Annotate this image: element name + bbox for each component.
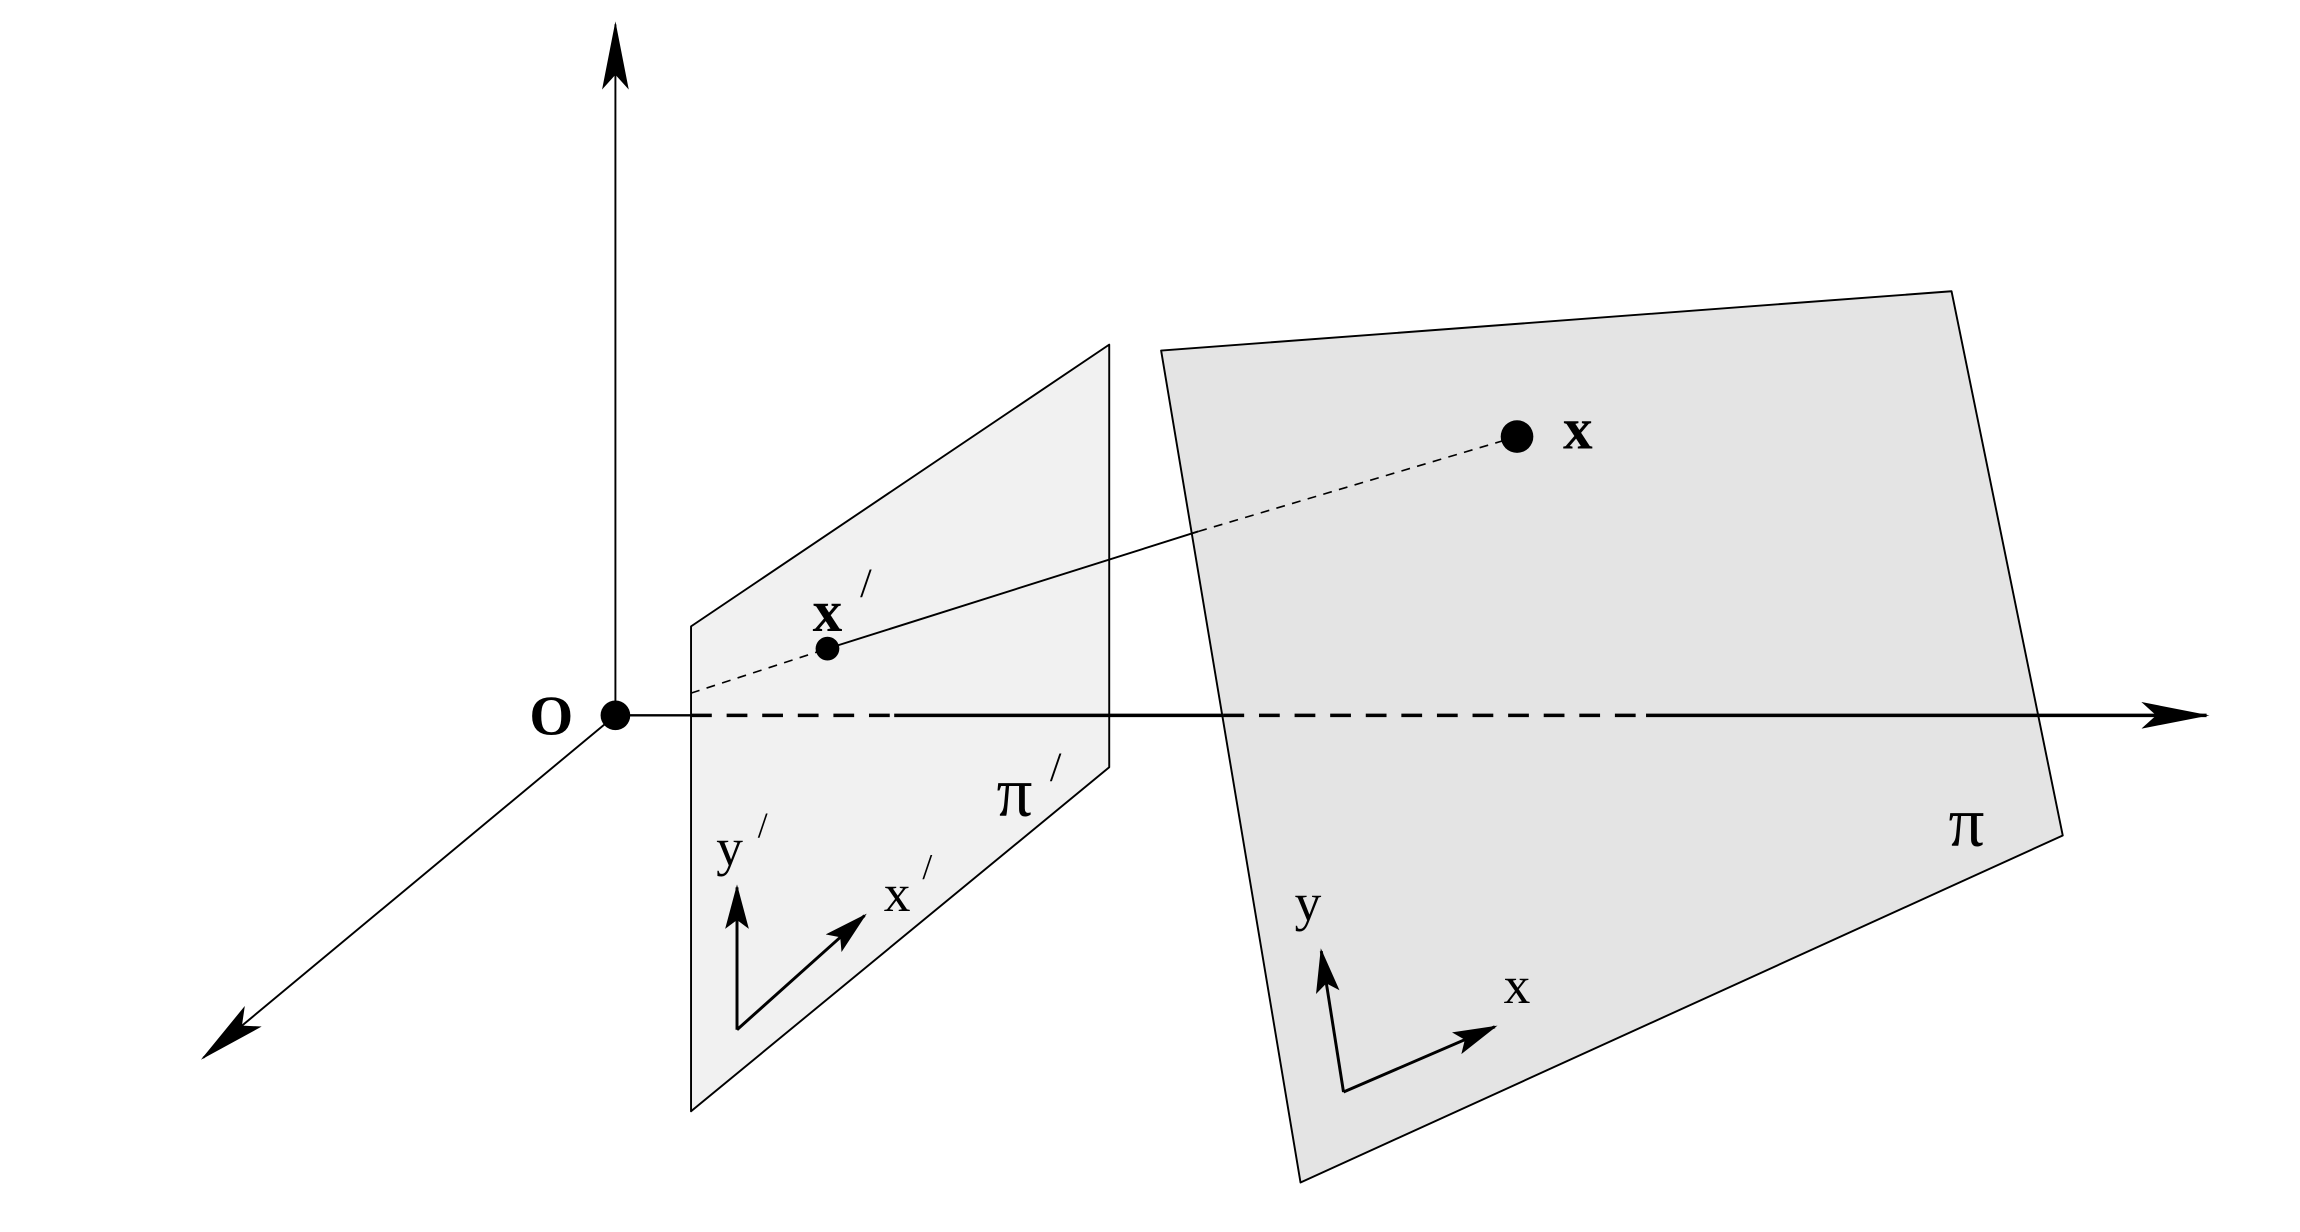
origin-label: O: [529, 686, 573, 748]
plane-pi-prime-mark: /: [1050, 744, 1062, 790]
axis-x-label: x: [1504, 955, 1531, 1015]
origin-point: [600, 700, 631, 731]
point-x-prime: [815, 636, 840, 661]
local-axis-x: [1342, 1025, 1498, 1094]
ray-behind-plane-segment: [1197, 435, 1518, 533]
local-axis-y: [1316, 948, 1345, 1093]
local-axis-x-prime: [736, 913, 867, 1031]
point-x: [1500, 420, 1534, 453]
plane-pi-label: π: [1949, 784, 1985, 862]
plane-pi-prime-label: π: [997, 754, 1033, 832]
diagonal-axis: [200, 714, 617, 1060]
plane-pi-prime: [690, 343, 1111, 1113]
axis-y-prime-mark: /: [758, 805, 768, 845]
axis-x-prime-mark: /: [922, 846, 932, 886]
axis-x-prime-label: x: [884, 863, 911, 923]
point-x-prime-mark: /: [860, 560, 872, 606]
point-x-label: x: [1563, 395, 1593, 461]
axis-y-label: y: [1295, 872, 1322, 932]
plane-pi: [1160, 290, 2064, 1184]
ray-visible-segment: [827, 530, 1199, 650]
point-x-prime-label: x: [813, 578, 843, 644]
axis-y-prime-label: y: [716, 817, 743, 877]
ray-hidden-segment: [690, 647, 828, 694]
